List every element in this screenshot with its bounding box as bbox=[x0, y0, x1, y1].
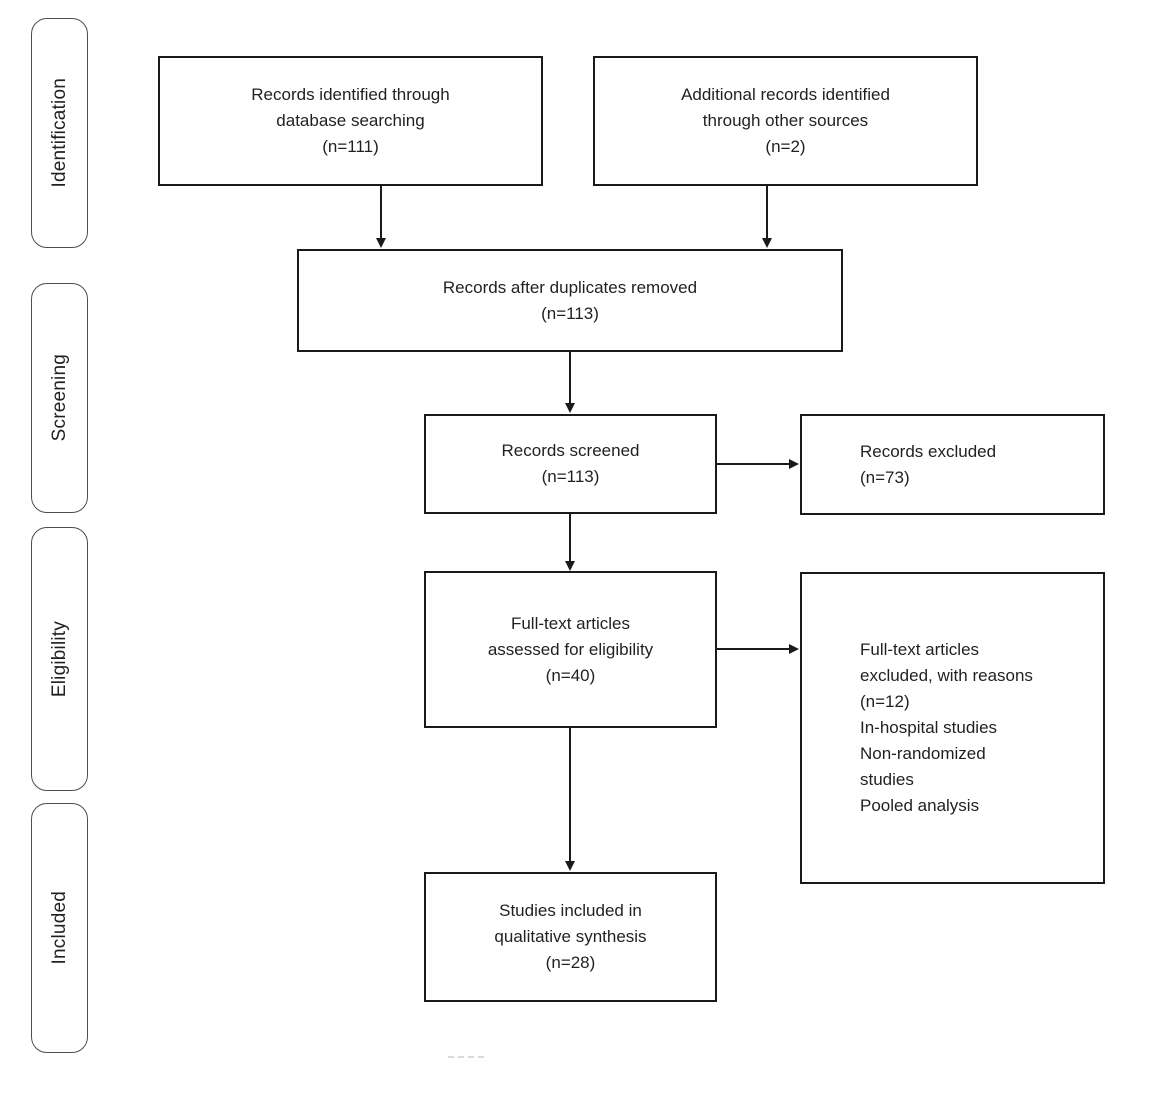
arrow-identified-to-duplicates-line bbox=[380, 186, 382, 239]
arrow-duplicates-to-screened-head bbox=[565, 403, 575, 413]
arrow-additional-to-duplicates-line bbox=[766, 186, 768, 239]
stage-identification-label: Identification bbox=[48, 78, 70, 188]
arrow-screened-to-fulltext-line bbox=[569, 514, 571, 562]
arrow-identified-to-duplicates-head bbox=[376, 238, 386, 248]
box-after-duplicates: Records after duplicates removed (n=113) bbox=[297, 249, 843, 352]
box-included-qualitative: Studies included in qualitative synthesi… bbox=[424, 872, 717, 1002]
box-records-screened: Records screened (n=113) bbox=[424, 414, 717, 514]
box-fulltext-excluded: Full-text articles excluded, with reason… bbox=[800, 572, 1105, 884]
scan-artifact bbox=[448, 1056, 484, 1058]
box-additional-records: Additional records identified through ot… bbox=[593, 56, 978, 186]
arrow-screened-to-fulltext-head bbox=[565, 561, 575, 571]
arrow-fulltext-to-excluded-head bbox=[789, 644, 799, 654]
stage-eligibility: Eligibility bbox=[31, 527, 88, 791]
stage-included: Included bbox=[31, 803, 88, 1053]
stage-included-label: Included bbox=[48, 891, 70, 965]
stage-screening-label: Screening bbox=[48, 354, 70, 442]
stage-eligibility-label: Eligibility bbox=[48, 620, 70, 698]
stage-identification: Identification bbox=[31, 18, 88, 248]
arrow-screened-to-excluded-line bbox=[717, 463, 790, 465]
box-records-excluded: Records excluded (n=73) bbox=[800, 414, 1105, 515]
box-records-identified: Records identified through database sear… bbox=[158, 56, 543, 186]
box-fulltext-assessed: Full-text articles assessed for eligibil… bbox=[424, 571, 717, 728]
arrow-fulltext-to-included-line bbox=[569, 728, 571, 862]
arrow-screened-to-excluded-head bbox=[789, 459, 799, 469]
arrow-additional-to-duplicates-head bbox=[762, 238, 772, 248]
arrow-fulltext-to-included-head bbox=[565, 861, 575, 871]
arrow-fulltext-to-excluded-line bbox=[717, 648, 790, 650]
arrow-duplicates-to-screened-line bbox=[569, 352, 571, 404]
stage-screening: Screening bbox=[31, 283, 88, 513]
